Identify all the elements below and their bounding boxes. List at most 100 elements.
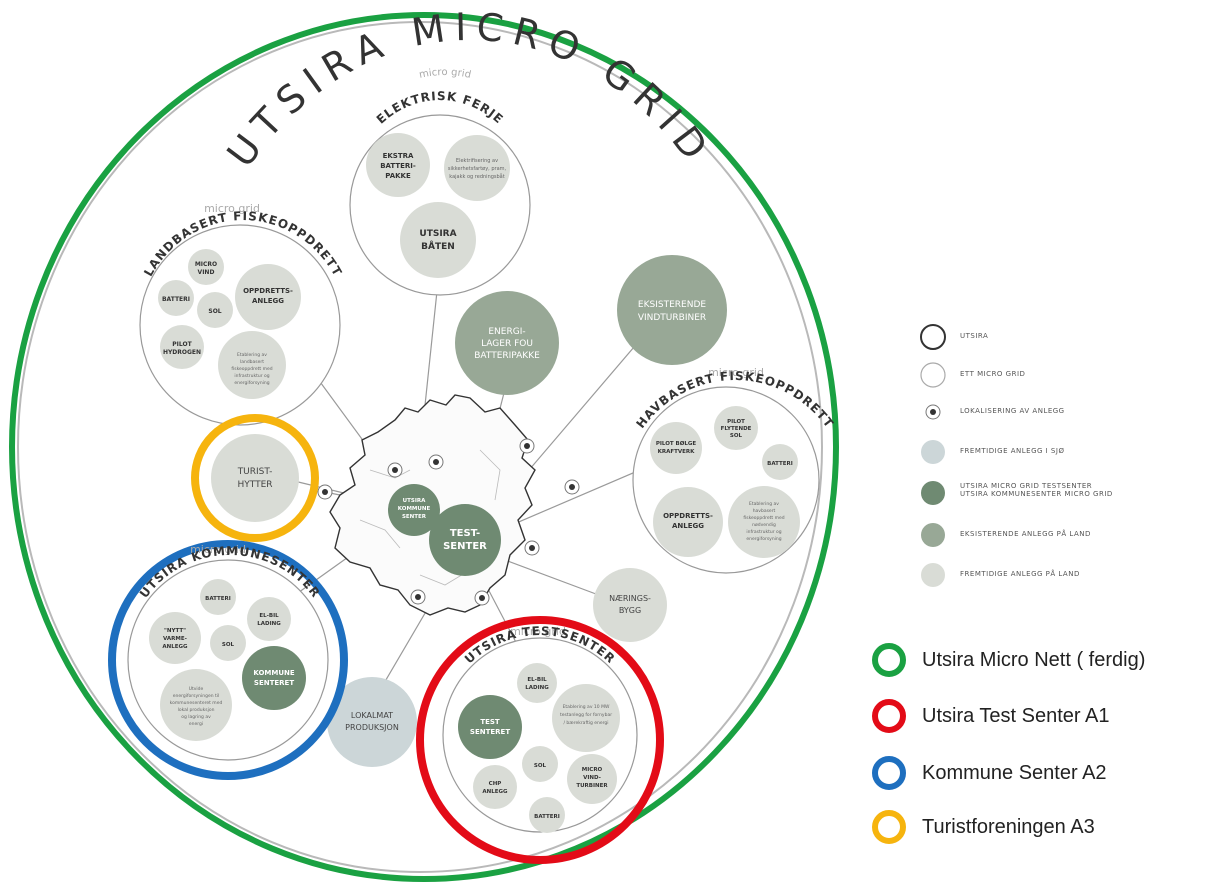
svg-text:SENTER: SENTER xyxy=(443,541,487,552)
svg-text:SENTERET: SENTERET xyxy=(470,728,510,736)
svg-text:SENTER: SENTER xyxy=(402,514,427,520)
svg-text:/ bærekraftig energi: / bærekraftig energi xyxy=(563,720,608,726)
svg-text:kommunesenteret med: kommunesenteret med xyxy=(170,700,223,706)
legend-label: UTSIRA xyxy=(960,332,989,340)
svg-text:BATTERI: BATTERI xyxy=(205,596,231,602)
cluster-utsira-kommunesenter: micro grid UTSIRA KOMMUNESENTER BATTERI … xyxy=(108,540,348,780)
svg-text:SENTERET: SENTERET xyxy=(254,679,294,687)
highlight-legend-green: Utsira Micro Nett ( ferdig) xyxy=(872,643,1145,677)
svg-text:BATTERI: BATTERI xyxy=(767,461,793,467)
svg-text:VIND-: VIND- xyxy=(583,775,601,781)
cluster-havbasert-fiskeoppdrett: micro grid HAVBASERT FISKEOPPDRETT PILOT… xyxy=(632,366,836,574)
svg-text:PRODUKSJON: PRODUKSJON xyxy=(345,723,399,732)
svg-text:Etablering av: Etablering av xyxy=(237,352,267,358)
highlight-label: Utsira Micro Nett ( ferdig) xyxy=(922,648,1146,671)
svg-text:KRAFTVERK: KRAFTVERK xyxy=(658,449,696,455)
utsira-outer-circle xyxy=(17,21,823,873)
node-test-center: TEST- SENTER xyxy=(429,504,501,576)
red-ring-icon xyxy=(872,699,906,733)
node-naeringsbygg: NÆRINGS- BYGG xyxy=(593,568,667,642)
location-marker xyxy=(524,540,540,556)
legend-symbol-lokal xyxy=(925,404,941,420)
cluster-elektrisk-ferje: micro grid ELEKTRISK FERJE EKSTRA BATTER… xyxy=(349,67,531,296)
legend-label: EKSISTERENDE ANLEGG PÅ LAND xyxy=(960,530,1091,538)
legend-label: FREMTIDIGE ANLEGG PÅ LAND xyxy=(960,570,1080,578)
node-eksisterende-vindturbiner: EKSISTERENDE VINDTURBINER xyxy=(617,255,727,365)
legend-symbol-microgrid xyxy=(920,362,946,388)
cluster-utsira-testsenter: micro grid UTSIRA TESTSENTER EL-BIL LADI… xyxy=(416,616,664,864)
svg-text:OPPDRETTS-: OPPDRETTS- xyxy=(663,512,713,520)
svg-text:TEST: TEST xyxy=(480,718,500,726)
svg-text:Etablering av 10 MW: Etablering av 10 MW xyxy=(563,704,610,710)
svg-text:BATTERI-: BATTERI- xyxy=(380,162,416,170)
svg-text:LOKALMAT: LOKALMAT xyxy=(351,711,393,720)
svg-text:Etablering av: Etablering av xyxy=(749,501,779,507)
svg-text:VARME-: VARME- xyxy=(163,636,187,642)
svg-text:testanlegg for fornybar: testanlegg for fornybar xyxy=(560,712,612,718)
svg-text:fiskeoppdrett med: fiskeoppdrett med xyxy=(743,515,784,521)
svg-text:PAKKE: PAKKE xyxy=(385,172,411,180)
legend-label: LOKALISERING AV ANLEGG xyxy=(960,407,1065,415)
svg-text:energiforsyning: energiforsyning xyxy=(234,380,269,386)
legend-label: ETT MICRO GRID xyxy=(960,370,1026,378)
legend-item-light: FREMTIDIGE ANLEGG PÅ LAND xyxy=(960,570,1080,578)
legend-label: UTSIRA MICRO GRID TESTSENTER xyxy=(960,482,1093,490)
svg-text:SOL: SOL xyxy=(208,308,221,315)
svg-text:nødvendig: nødvendig xyxy=(752,522,776,528)
svg-text:kajakk og redningsbåt: kajakk og redningsbåt xyxy=(449,173,504,180)
svg-text:EKSISTERENDE: EKSISTERENDE xyxy=(638,300,706,310)
svg-text:infrastruktur og: infrastruktur og xyxy=(234,373,269,379)
svg-text:Elektrifisering av: Elektrifisering av xyxy=(456,158,498,164)
svg-text:KOMMUNE: KOMMUNE xyxy=(253,669,295,677)
svg-text:OPPDRETTS-: OPPDRETTS- xyxy=(243,287,293,295)
svg-text:"NYTT": "NYTT" xyxy=(164,628,186,634)
svg-text:SOL: SOL xyxy=(730,433,743,439)
svg-text:BYGG: BYGG xyxy=(619,606,641,615)
svg-text:UTSIRA: UTSIRA xyxy=(419,229,456,239)
svg-text:FLYTENDE: FLYTENDE xyxy=(721,426,752,432)
svg-text:micro grid: micro grid xyxy=(510,625,566,638)
svg-text:VINDTURBINER: VINDTURBINER xyxy=(638,313,706,323)
legend-symbol-dark xyxy=(921,481,945,505)
node-kommune-center: UTSIRA KOMMUNE SENTER xyxy=(388,484,440,536)
svg-text:HYDROGEN: HYDROGEN xyxy=(163,349,201,356)
svg-text:BÅTEN: BÅTEN xyxy=(421,241,455,252)
svg-text:UTSIRA: UTSIRA xyxy=(403,498,426,504)
svg-text:ANLEGG: ANLEGG xyxy=(162,644,188,650)
legend-item-sea: FREMTIDIGE ANLEGG I SJØ xyxy=(960,447,1064,455)
svg-text:TURIST-: TURIST- xyxy=(237,467,273,477)
legend-label-2: UTSIRA KOMMUNESENTER MICRO GRID xyxy=(960,490,1113,498)
svg-text:NÆRINGS-: NÆRINGS- xyxy=(609,594,651,603)
location-marker xyxy=(519,438,535,454)
highlight-legend-red: Utsira Test Senter A1 xyxy=(872,699,1110,733)
svg-text:ENERGI-: ENERGI- xyxy=(488,327,525,337)
svg-text:LAGER FOU: LAGER FOU xyxy=(481,339,533,349)
legend-label: FREMTIDIGE ANLEGG I SJØ xyxy=(960,447,1065,455)
location-marker xyxy=(410,589,426,605)
location-marker xyxy=(387,462,403,478)
svg-text:lokal produksjon: lokal produksjon xyxy=(178,707,215,713)
svg-text:BATTERI: BATTERI xyxy=(534,814,560,820)
svg-text:EKSTRA: EKSTRA xyxy=(383,152,414,160)
cluster-landbasert-fiskeoppdrett: micro grid LANDBASERT FISKEOPPDRETT MICR… xyxy=(139,202,344,426)
location-marker xyxy=(474,590,490,606)
svg-text:VIND: VIND xyxy=(198,269,215,276)
svg-text:energiforsyningen til: energiforsyningen til xyxy=(173,693,220,699)
highlight-label: Utsira Test Senter A1 xyxy=(922,704,1110,727)
highlight-label: Turistforeningen A3 xyxy=(922,815,1095,838)
legend-item-utsira: UTSIRA xyxy=(960,332,988,340)
svg-text:SOL: SOL xyxy=(222,642,235,648)
node-energilager: ENERGI- LAGER FOU BATTERIPAKKE xyxy=(455,291,559,395)
svg-text:fiskeoppdrett med: fiskeoppdrett med xyxy=(231,366,272,372)
svg-text:TURBINER: TURBINER xyxy=(576,783,608,789)
blue-ring-icon xyxy=(872,756,906,790)
svg-text:SOL: SOL xyxy=(534,763,547,769)
legend-item-medium: EKSISTERENDE ANLEGG PÅ LAND xyxy=(960,530,1091,538)
svg-text:ANLEGG: ANLEGG xyxy=(482,789,508,795)
svg-text:MICRO: MICRO xyxy=(582,767,603,773)
svg-text:energiforsyning: energiforsyning xyxy=(746,536,781,542)
svg-text:Utvide: Utvide xyxy=(189,686,204,692)
svg-text:sikkerhetsfartøy, pram,: sikkerhetsfartøy, pram, xyxy=(448,166,507,172)
